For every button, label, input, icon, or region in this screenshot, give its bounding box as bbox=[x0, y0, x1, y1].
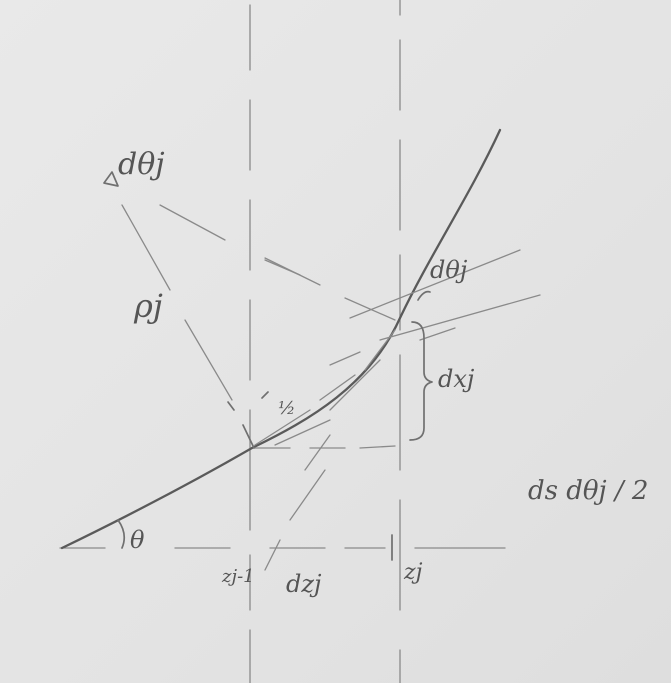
secant-lower bbox=[264, 469, 326, 571]
dz-horizontal bbox=[254, 445, 396, 449]
radius-top-mark bbox=[103, 171, 119, 187]
radius-line bbox=[121, 204, 233, 401]
label-rho: ρj bbox=[134, 287, 163, 325]
label-small-half: ½ bbox=[278, 398, 296, 419]
theta-arc bbox=[117, 519, 126, 549]
dx-brace bbox=[409, 321, 433, 441]
upper-angle-arc bbox=[417, 290, 431, 301]
top-left-strokes bbox=[264, 259, 301, 276]
label-dz: dzj bbox=[286, 570, 322, 598]
lower-point-marks bbox=[227, 391, 269, 449]
label-dx: dxj bbox=[438, 365, 475, 393]
label-z-prev: zj-1 bbox=[222, 566, 255, 587]
normal-line-upper bbox=[159, 204, 396, 321]
label-theta: θ bbox=[130, 526, 145, 554]
curve bbox=[60, 128, 502, 550]
chord-lines bbox=[254, 329, 396, 471]
label-z-j: zj bbox=[404, 560, 423, 585]
label-half-ds: ds dθj / 2 bbox=[528, 476, 649, 506]
label-dtheta-top: dθj bbox=[118, 147, 165, 182]
tangent-lines-upper bbox=[329, 249, 541, 366]
label-dtheta-tangent: dθj bbox=[430, 256, 468, 284]
